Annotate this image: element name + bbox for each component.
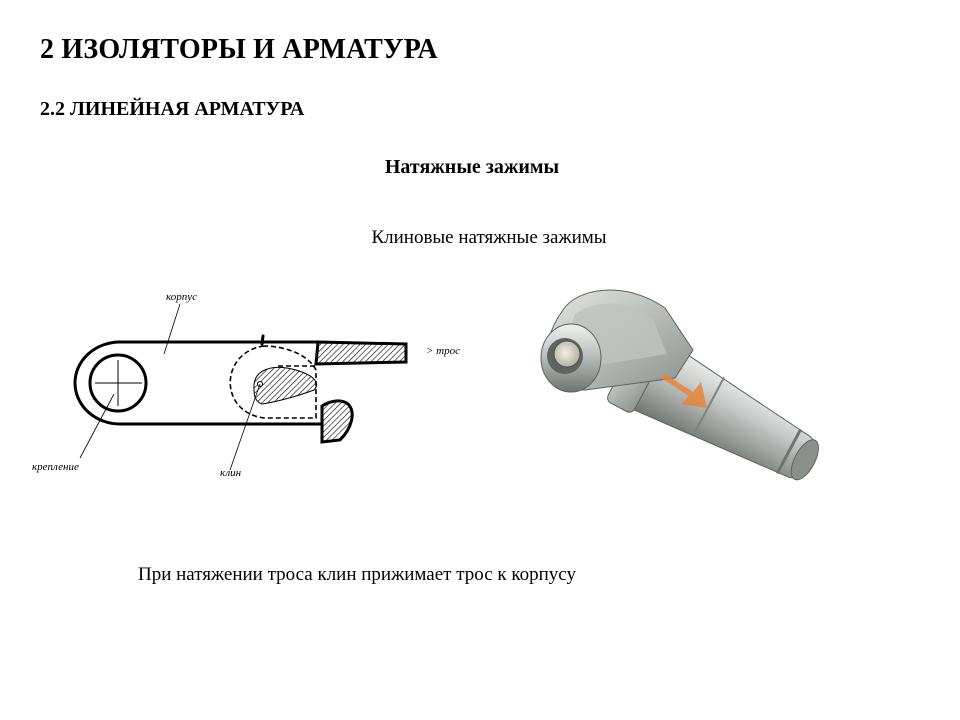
slide-title: 2 ИЗОЛЯТОРЫ И АРМАТУРА bbox=[40, 34, 438, 65]
slide-subtitle: 2.2 ЛИНЕЙНАЯ АРМАТУРА bbox=[40, 98, 305, 120]
wedge-clamp-scheme: корпус > трос крепление клин bbox=[32, 291, 460, 479]
label-mount: крепление bbox=[32, 461, 79, 473]
cable-shape bbox=[314, 340, 408, 366]
label-body: корпус bbox=[166, 291, 197, 303]
orange-arrow-icon bbox=[661, 374, 707, 408]
wedge-cavity bbox=[229, 345, 317, 419]
label-cable: > трос bbox=[426, 345, 460, 357]
leader-body bbox=[163, 303, 181, 355]
clamp-body bbox=[73, 334, 322, 426]
label-wedge: клин bbox=[220, 467, 242, 479]
leader-wedge bbox=[229, 383, 261, 471]
hook-shape bbox=[320, 399, 354, 444]
slide-caption: При натяжении троса клин прижимает трос … bbox=[138, 564, 576, 585]
subsection-title: Клиновые натяжные зажимы bbox=[371, 227, 607, 248]
clamp-photo-pin bbox=[547, 338, 583, 374]
leader-mount bbox=[79, 393, 115, 459]
wedge-shape bbox=[253, 367, 318, 405]
section-title: Натяжные зажимы bbox=[384, 156, 560, 178]
wedge-clamp-photo bbox=[540, 289, 819, 481]
mount-hole bbox=[88, 353, 148, 413]
